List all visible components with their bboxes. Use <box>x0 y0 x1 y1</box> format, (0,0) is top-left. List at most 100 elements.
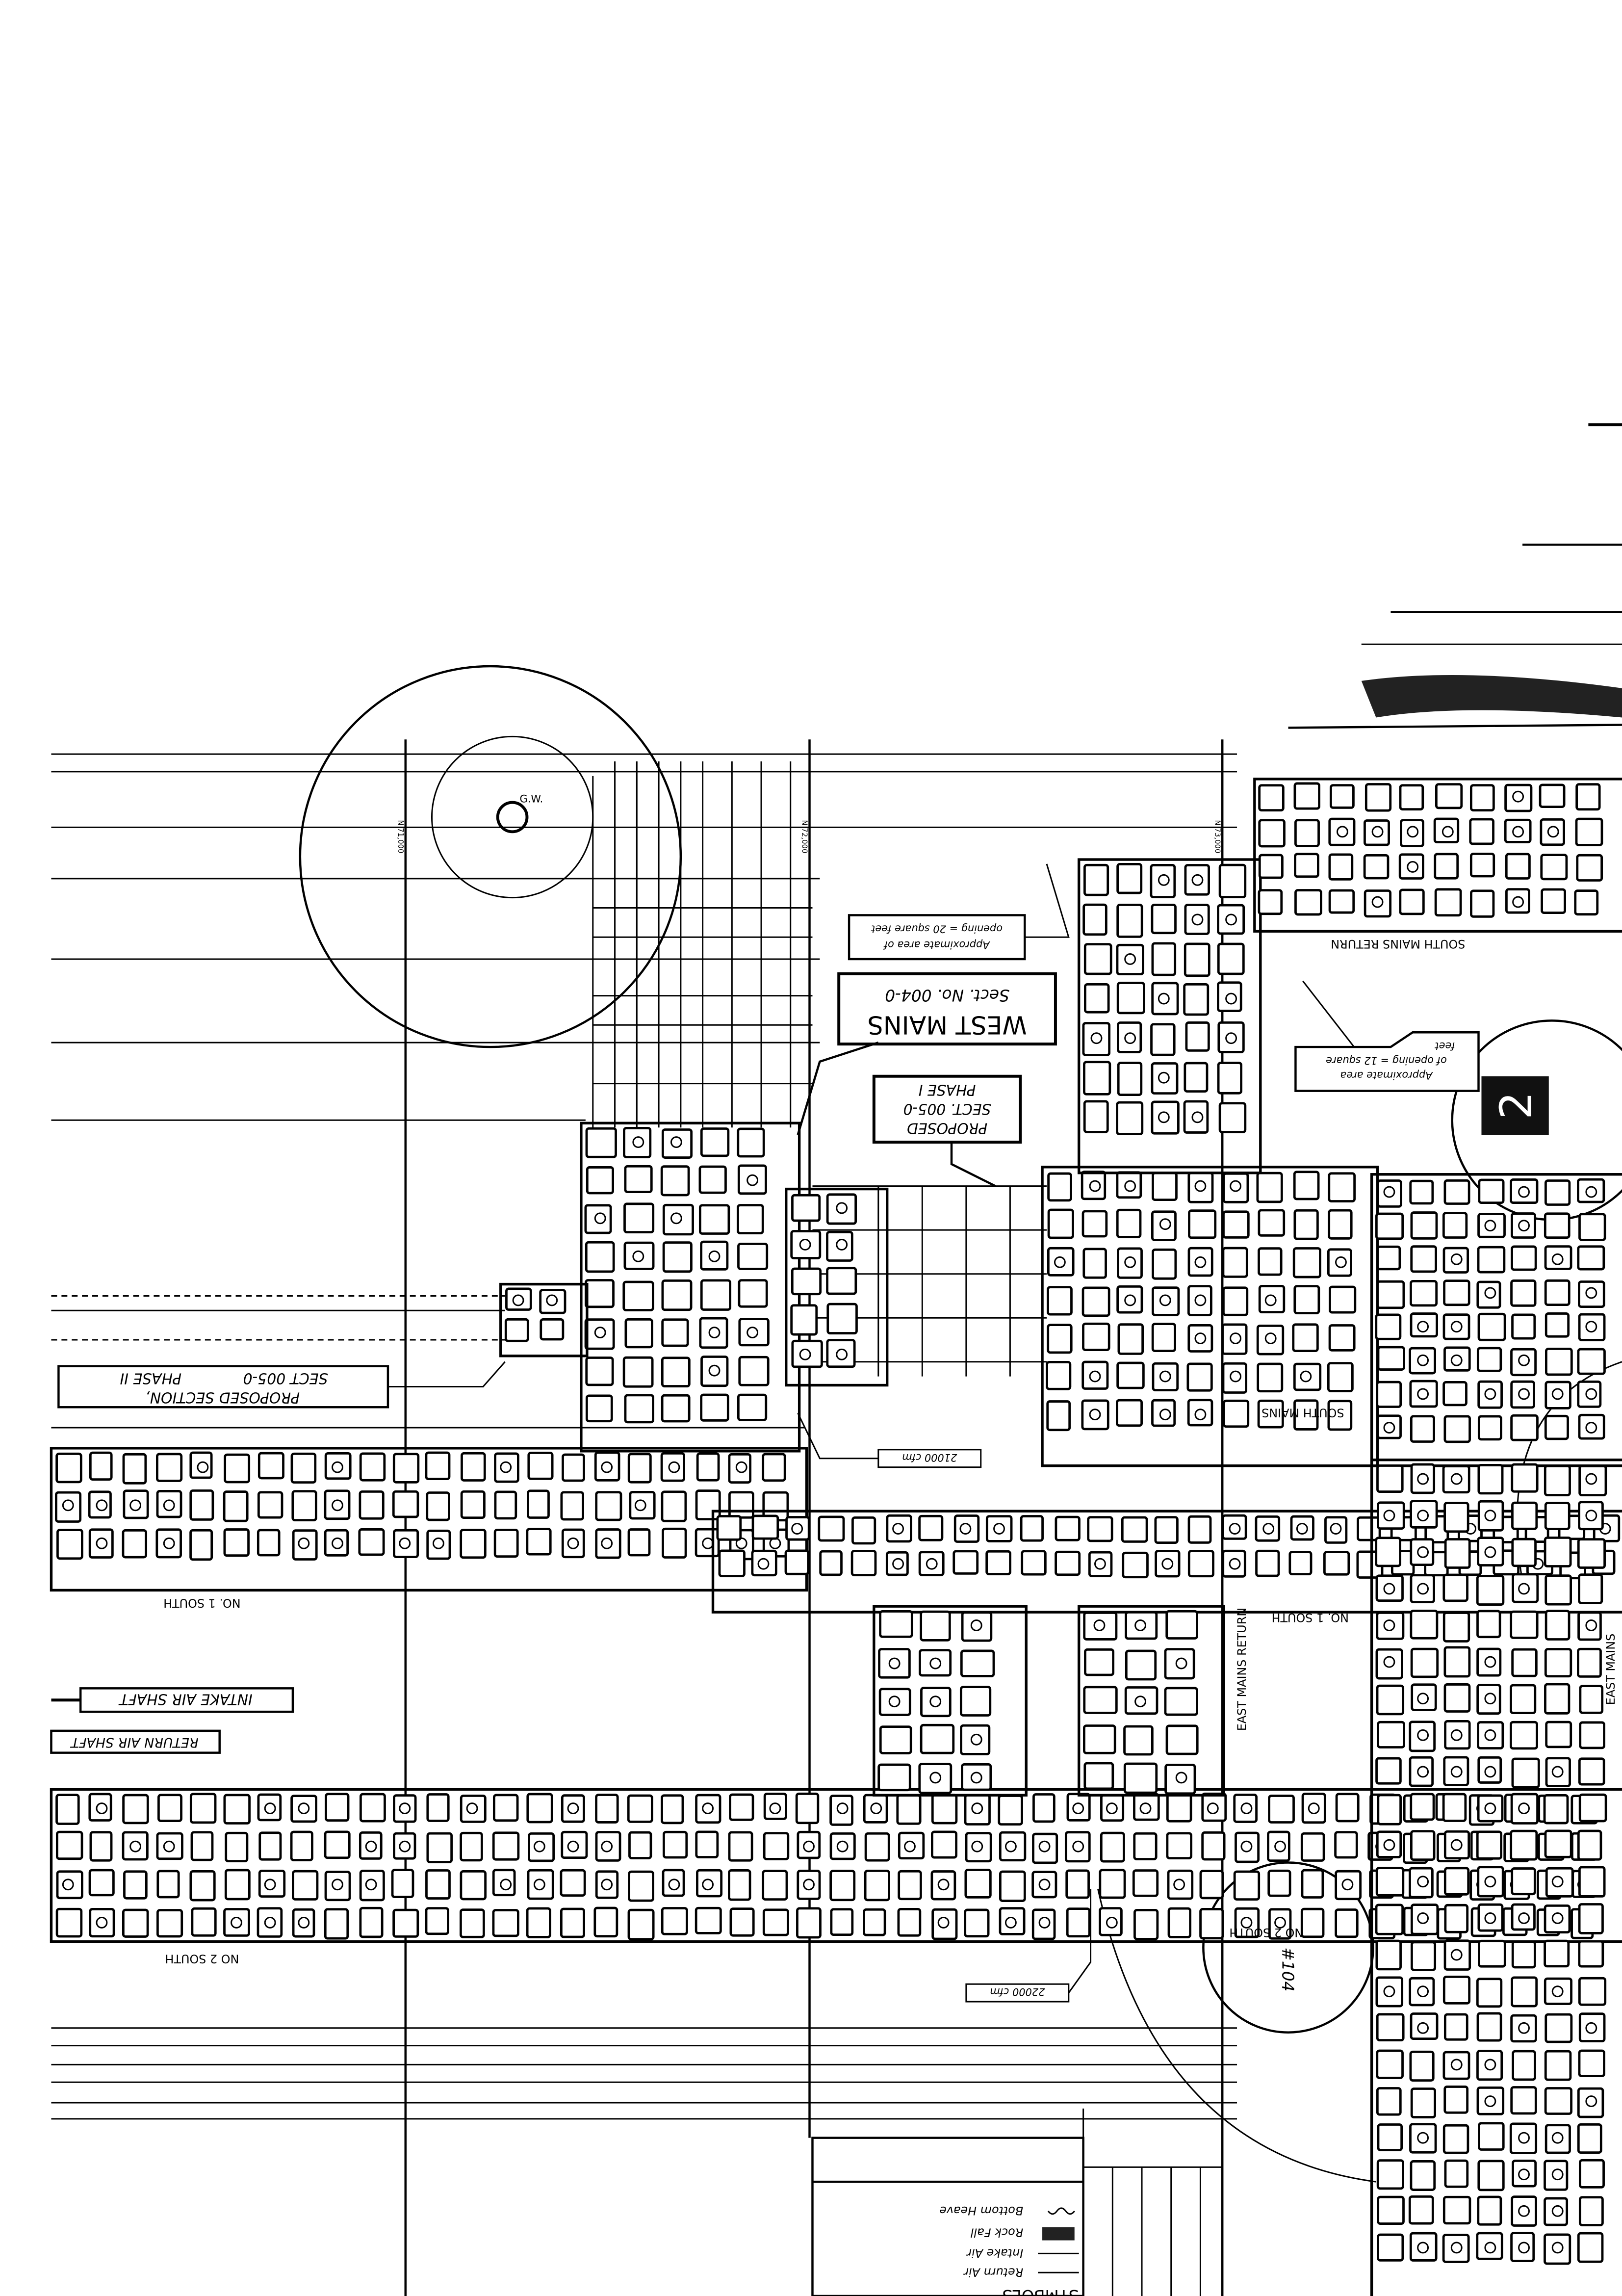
stopping-marker <box>1383 1839 1395 1851</box>
pillar <box>528 1832 555 1862</box>
pillar <box>1364 889 1392 918</box>
pillar <box>1410 2087 1436 2118</box>
pillar <box>660 1165 690 1197</box>
pillar <box>1477 1537 1504 1566</box>
pillar <box>797 1830 821 1859</box>
pillar <box>737 1204 764 1234</box>
pillar <box>1165 1610 1198 1640</box>
stopping-marker <box>1484 2059 1496 2071</box>
pillar <box>1151 1210 1177 1241</box>
stopping-marker <box>601 1879 613 1891</box>
pillar <box>1545 2124 1571 2154</box>
stopping-marker <box>1383 1619 1395 1631</box>
stopping-marker <box>1090 1032 1103 1044</box>
pillar <box>1066 1907 1091 1938</box>
stopping-marker <box>62 1879 74 1891</box>
opening-20-label: Approximate area of opening = 20 square … <box>848 863 1070 961</box>
pillar <box>1478 1178 1505 1204</box>
pillar <box>728 1831 753 1862</box>
pillar <box>1578 1793 1607 1823</box>
stopping-marker <box>1383 1422 1395 1434</box>
pillar <box>1218 863 1247 899</box>
stopping-marker <box>1518 2205 1530 2217</box>
pillar <box>1544 1464 1571 1496</box>
pillar <box>1511 1538 1537 1567</box>
pillar <box>1544 1829 1572 1858</box>
pillar <box>999 1831 1027 1862</box>
stopping-marker <box>970 1733 982 1746</box>
stopping-marker <box>993 1523 1005 1535</box>
pillar <box>662 1869 685 1897</box>
pillar <box>1512 2050 1536 2081</box>
pillar <box>1217 981 1242 1012</box>
stopping-marker <box>1371 896 1384 908</box>
pillar <box>1117 1323 1144 1355</box>
pillar <box>1511 1903 1536 1931</box>
stopping-marker <box>1484 2095 1496 2107</box>
stopping-marker <box>702 1802 714 1815</box>
pillar <box>1124 1686 1159 1715</box>
pillar <box>1133 1793 1160 1821</box>
pillar <box>1545 2013 1573 2043</box>
pillar <box>728 1491 754 1519</box>
pillar <box>585 1241 615 1273</box>
pillar <box>1187 1324 1213 1353</box>
pillar <box>627 1528 651 1557</box>
pillar <box>699 1317 728 1349</box>
pillar <box>1375 1537 1401 1567</box>
cfm-21000-label: 21000 cfm <box>797 1412 982 1468</box>
pillar <box>1545 1721 1572 1748</box>
stopping-marker <box>1450 1321 1463 1333</box>
pillar <box>1125 1649 1157 1681</box>
pillar <box>1165 1724 1199 1755</box>
pillar <box>1443 1502 1469 1533</box>
stopping-marker <box>512 1294 524 1306</box>
stopping-marker <box>799 1239 811 1251</box>
pillar <box>1377 2123 1403 2152</box>
pillar <box>1294 853 1319 878</box>
stopping-marker <box>937 1916 950 1929</box>
pillar <box>1154 1516 1179 1544</box>
pillar <box>1234 1907 1260 1938</box>
stopping-marker <box>1124 1256 1136 1268</box>
pillar <box>1293 1362 1322 1391</box>
stopping-marker <box>708 1364 721 1377</box>
pillar <box>425 1451 451 1481</box>
stopping-marker <box>1518 1912 1530 1924</box>
pillar <box>1544 1683 1571 1715</box>
pillar <box>595 1831 621 1862</box>
stopping-marker <box>668 1461 680 1473</box>
stopping-marker <box>1093 1619 1106 1631</box>
pillar <box>584 1318 615 1350</box>
pillar <box>1083 1061 1111 1096</box>
stopping-marker <box>1094 1558 1106 1570</box>
pillar <box>864 1832 890 1862</box>
pillar <box>737 1243 769 1270</box>
pillar <box>623 1202 655 1234</box>
pillar <box>1476 1830 1503 1860</box>
pillar <box>1442 1612 1470 1643</box>
stopping-marker <box>1551 1912 1564 1924</box>
stopping-marker <box>533 1879 545 1891</box>
pillar <box>189 1529 213 1561</box>
stopping-marker <box>601 1537 613 1549</box>
pillar <box>539 1289 566 1314</box>
pillar <box>878 1688 911 1716</box>
pillar <box>460 1795 487 1823</box>
pillar <box>1544 1212 1571 1239</box>
pillar <box>1442 2195 1471 2225</box>
pillar <box>851 1516 876 1545</box>
stopping-marker <box>892 1523 904 1535</box>
pillar <box>1476 2087 1505 2115</box>
pillar <box>504 1318 529 1342</box>
pillar <box>1476 1978 1503 2008</box>
entry-outline <box>1078 858 1262 1174</box>
pillar <box>953 1514 980 1543</box>
pillar <box>1409 1867 1434 1899</box>
pillar <box>1511 2195 1537 2227</box>
stopping-marker <box>904 1840 916 1852</box>
pillar <box>560 1491 584 1521</box>
pillar <box>1410 1211 1438 1240</box>
stopping-marker <box>803 1879 815 1891</box>
stopping-marker <box>1383 1985 1395 1998</box>
